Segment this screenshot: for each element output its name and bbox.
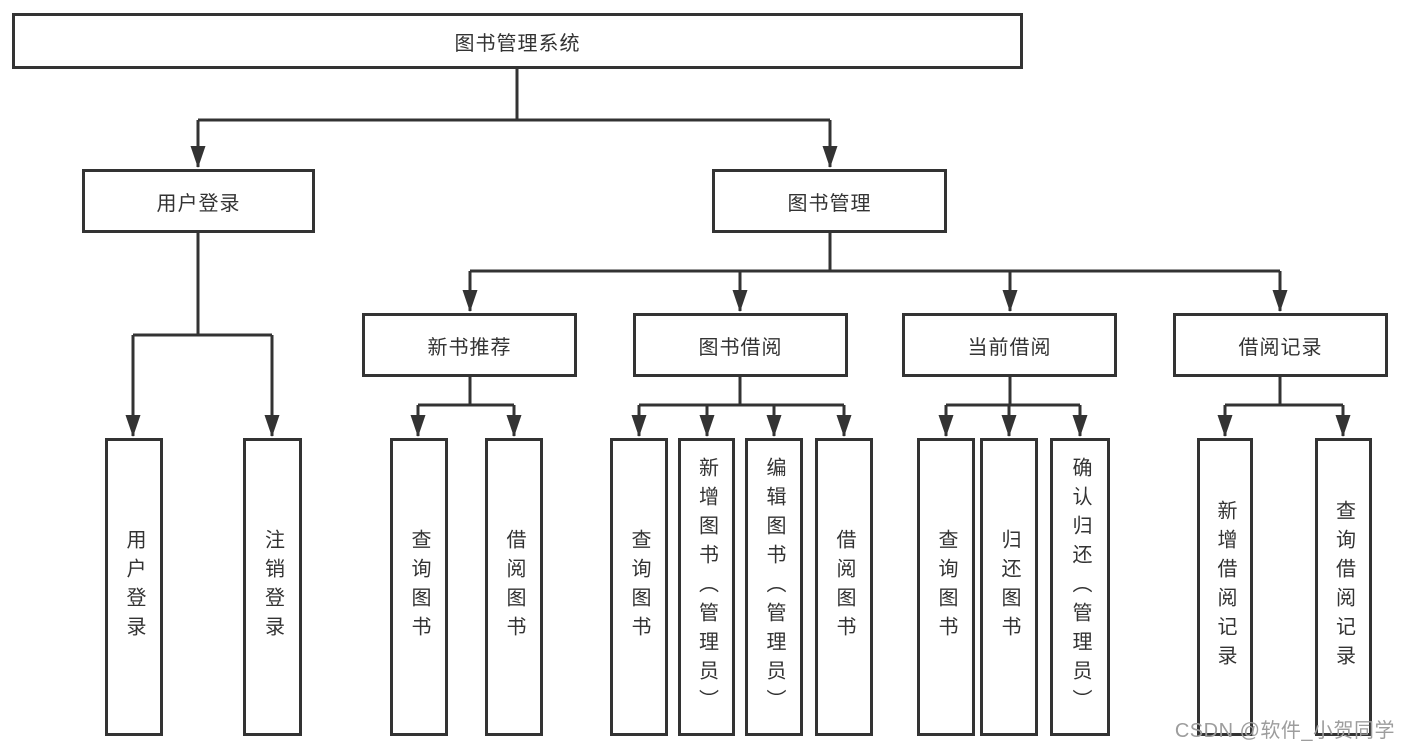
leaf-label: 用户登录 <box>123 529 145 645</box>
node-book-management: 图书管理 <box>712 169 947 233</box>
node-label: 借阅记录 <box>1238 336 1323 359</box>
leaf-logout: 注销登录 <box>243 438 302 736</box>
node-borrow-records: 借阅记录 <box>1173 313 1388 377</box>
connector-user-login-bus <box>133 232 272 337</box>
node-label: 当前借阅 <box>967 336 1052 359</box>
leaf-query-books-current: 查询图书 <box>917 438 975 736</box>
leaf-label: 新增图书（管理员） <box>695 456 718 718</box>
csdn-watermark: CSDN @软件_小贺同学 <box>1174 720 1395 742</box>
node-label: 新书推荐 <box>427 336 512 359</box>
leaf-add-book-admin: 新增图书（管理员） <box>678 438 735 736</box>
connector-root-bus <box>198 68 830 122</box>
node-label: 图书借阅 <box>698 336 783 359</box>
leaf-label: 借阅图书 <box>833 529 855 645</box>
leaf-query-books-recommend: 查询图书 <box>390 438 448 736</box>
node-label: 用户登录 <box>156 192 241 215</box>
connector-book-management-bus <box>470 232 1280 273</box>
connector-current-borrow-bus <box>946 377 1080 407</box>
leaf-label: 查询图书 <box>408 529 430 645</box>
leaf-query-borrow-record: 查询借阅记录 <box>1315 438 1372 736</box>
leaf-label: 确认归还（管理员） <box>1069 456 1091 718</box>
node-book-borrow: 图书借阅 <box>633 313 848 377</box>
connector-new-book-recommend-bus <box>418 377 514 407</box>
node-label: 图书管理 <box>787 192 872 215</box>
node-root-book-management-system: 图书管理系统 <box>12 13 1023 69</box>
leaf-label: 注销登录 <box>261 529 284 645</box>
leaf-borrow-books-borrow: 借阅图书 <box>815 438 873 736</box>
connector-borrow-records-bus <box>1225 377 1343 407</box>
leaf-label: 查询图书 <box>935 529 957 645</box>
leaf-label: 新增借阅记录 <box>1214 500 1236 674</box>
node-user-login: 用户登录 <box>82 169 315 233</box>
leaf-confirm-return-admin: 确认归还（管理员） <box>1050 438 1110 736</box>
leaf-borrow-books-recommend: 借阅图书 <box>485 438 543 736</box>
leaf-user-login: 用户登录 <box>105 438 163 736</box>
leaf-return-book: 归还图书 <box>980 438 1038 736</box>
node-new-book-recommend: 新书推荐 <box>362 313 577 377</box>
leaf-label: 编辑图书（管理员） <box>763 456 785 718</box>
leaf-add-borrow-record: 新增借阅记录 <box>1197 438 1253 736</box>
leaf-label: 查询借阅记录 <box>1332 500 1355 674</box>
leaf-edit-book-admin: 编辑图书（管理员） <box>745 438 803 736</box>
leaf-label: 借阅图书 <box>503 529 525 645</box>
node-current-borrow: 当前借阅 <box>902 313 1117 377</box>
leaf-label: 归还图书 <box>998 529 1020 645</box>
connector-book-borrow-bus <box>639 377 844 407</box>
node-label: 图书管理系统 <box>454 32 581 55</box>
leaf-label: 查询图书 <box>628 529 650 645</box>
leaf-query-books-borrow: 查询图书 <box>610 438 668 736</box>
